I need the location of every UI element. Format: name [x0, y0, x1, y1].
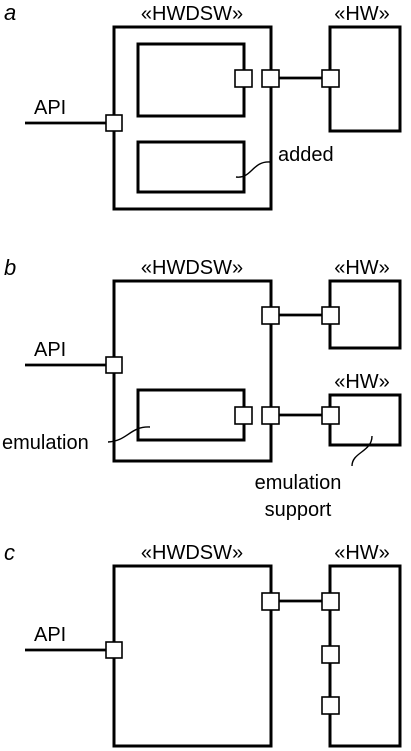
panel-c-hw-label: «HW» — [334, 542, 390, 564]
panel-a-inner-port — [234, 69, 253, 88]
panel-b-hw-bottom-port — [321, 406, 340, 425]
panel-b-support-label-line1: emulation — [255, 472, 342, 494]
panel-c-hw-port-2 — [321, 645, 340, 664]
panel-a-added-part — [136, 140, 246, 194]
panel-a-hw-label: «HW» — [334, 3, 390, 25]
panel-c-hw-box — [328, 564, 402, 748]
panel-b-api-port — [105, 356, 123, 374]
panel-b-hw-top-box — [328, 279, 402, 350]
panel-b-emulation-port — [234, 406, 253, 425]
panel-a-api-label: API — [34, 97, 66, 119]
panel-a-letter: a — [4, 0, 16, 25]
panel-b-emulation-part — [136, 388, 246, 442]
panel-c-hwdsw-box — [112, 564, 273, 748]
panel-a-added-leader — [235, 161, 271, 178]
panel-a-api-port — [105, 114, 123, 132]
panel-b-support-leader — [351, 435, 373, 467]
panel-b-emulation-leader — [107, 426, 151, 443]
panel-b-hwdsw-label: «HWDSW» — [141, 257, 243, 279]
panel-b-emulation-label: emulation — [2, 432, 89, 454]
panel-c-hw-port-1 — [321, 592, 340, 611]
panel-c-hwdsw-label: «HWDSW» — [141, 542, 243, 564]
panel-b-api-label: API — [34, 339, 66, 361]
panel-c-api-port — [105, 641, 123, 659]
panel-c-boundary-port — [261, 592, 280, 611]
panel-b-support-label-line2: support — [265, 499, 332, 521]
panel-c-letter: c — [4, 540, 15, 565]
panel-c-api-label: API — [34, 624, 66, 646]
panel-a-hwdsw-label: «HWDSW» — [141, 3, 243, 25]
panel-b-top-boundary-port — [261, 306, 280, 325]
panel-a-inner-part — [136, 42, 246, 118]
panel-a-added-label: added — [278, 144, 334, 166]
panel-b-hw-top-port — [321, 306, 340, 325]
panel-b-bottom-boundary-port — [261, 406, 280, 425]
panel-a: a «HWDSW» «HW» API added — [4, 0, 402, 211]
panel-b: b «HWDSW» «HW» «HW» API emulation emulat… — [2, 255, 402, 521]
panel-a-hw-port — [321, 69, 340, 88]
panel-c: c «HWDSW» «HW» API — [4, 540, 402, 748]
panel-a-hw-box — [328, 25, 402, 133]
panel-b-letter: b — [4, 255, 16, 280]
panel-c-hw-port-3 — [321, 696, 340, 715]
panel-a-boundary-port — [261, 69, 280, 88]
panel-b-hw-bottom-box — [328, 393, 402, 447]
panel-b-hw-top-label: «HW» — [334, 257, 390, 279]
panel-b-hw-bottom-label: «HW» — [334, 371, 390, 393]
